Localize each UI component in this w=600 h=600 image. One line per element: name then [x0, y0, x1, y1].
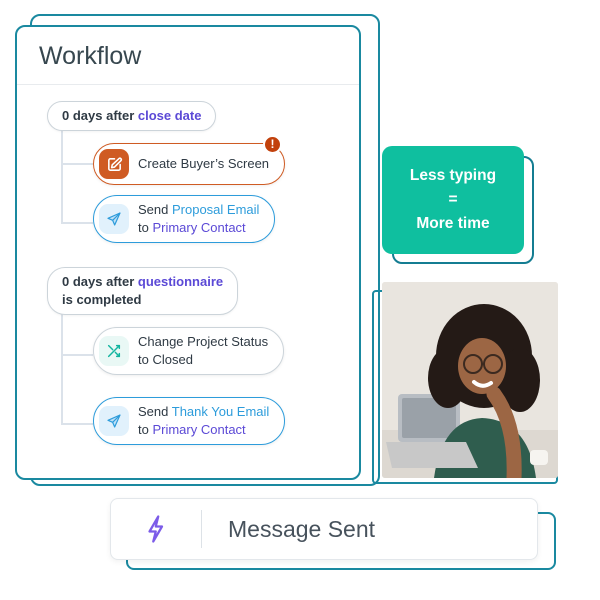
action-label: Send Thank You Email to Primary Contact [138, 404, 270, 438]
trigger-node-questionnaire[interactable]: 0 days after questionnaire is completed [47, 267, 239, 316]
action-node-change-project-status[interactable]: Change Project Status to Closed [93, 327, 285, 376]
trigger-text-line1: 0 days after questionnaire [62, 274, 224, 289]
lightning-icon [141, 513, 173, 545]
action-label: Change Project Status to Closed [138, 334, 269, 368]
workflow-card-title: Workflow [39, 42, 142, 70]
quote-line-2: = [448, 190, 458, 208]
action-node-create-buyers-screen[interactable]: Create Buyer’s Screen ! [93, 135, 286, 185]
trigger-highlight: close date [137, 108, 202, 123]
quote-card: Less typing = More time [382, 146, 524, 254]
workflow-card: Workflow 0 days after close date Create … [15, 25, 361, 480]
message-sent-toast[interactable]: Message Sent [110, 498, 538, 560]
paper-plane-icon [99, 204, 129, 235]
message-bar-label: Message Sent [228, 515, 376, 542]
trigger-text: 0 days after [62, 108, 138, 123]
quote-line-1: Less typing [409, 166, 497, 184]
trigger-node-close-date[interactable]: 0 days after close date [47, 101, 217, 132]
action-label: Send Proposal Email to Primary Contact [138, 202, 260, 236]
connector-branch-2 [61, 222, 93, 224]
connector-branch-1 [61, 163, 93, 165]
alert-badge: ! [263, 135, 283, 154]
message-bar-divider [201, 510, 202, 548]
shuffle-icon [99, 336, 129, 367]
workflow-title-divider [17, 84, 359, 85]
connector-branch-3 [61, 354, 93, 356]
action-node-send-proposal-email[interactable]: Send Proposal Email to Primary Contact [93, 195, 276, 244]
connector-branch-4 [61, 423, 93, 425]
woman-at-laptop-photo [382, 282, 558, 478]
workflow-tree: 0 days after close date Create Buyer’s S… [17, 85, 359, 478]
edit-icon [99, 149, 129, 179]
trigger-text-line2: is completed [62, 292, 142, 308]
connector-trunk-2 [61, 313, 63, 425]
quote-line-3: More time [416, 215, 490, 232]
photo-illustration [382, 282, 558, 478]
action-node-send-thank-you-email[interactable]: Send Thank You Email to Primary Contact [93, 397, 286, 446]
paper-plane-icon [99, 406, 129, 437]
connector-trunk-1 [61, 129, 63, 223]
action-label: Create Buyer’s Screen [138, 155, 270, 171]
